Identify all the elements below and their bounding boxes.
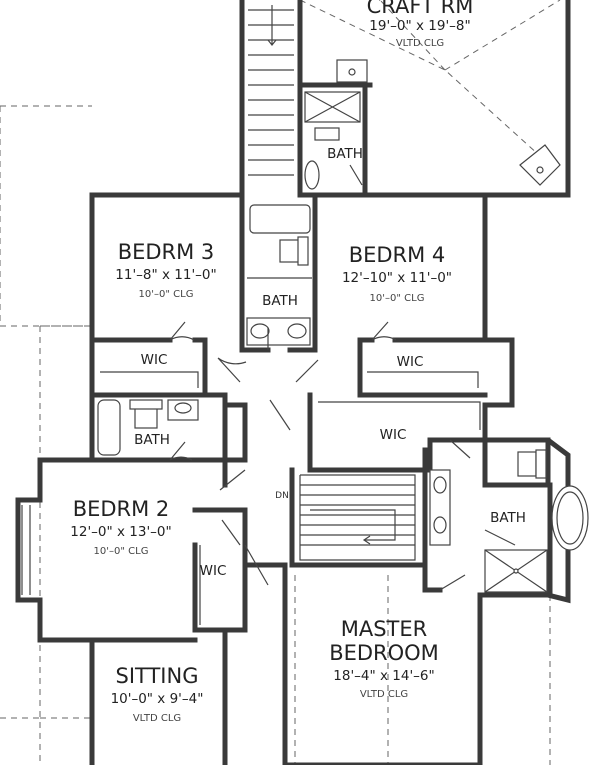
stair-dn-label: DN [275, 491, 289, 501]
craft-room-dims: 19'–0" x 19'–8" [369, 18, 470, 34]
master-bedroom-label: MASTER BEDROOM 18'–4" x 14'–6" VLTD CLG [329, 617, 439, 700]
craft-room-ceiling: VLTD CLG [396, 38, 444, 49]
bedrm-2-dims: 12'–0" x 13'–0" [70, 524, 171, 540]
sitting-ceiling: VLTD CLG [133, 713, 181, 724]
wic-bedrm-2-label: WIC [200, 563, 227, 579]
door-swings [169, 164, 516, 591]
bath-top-label: BATH [327, 146, 363, 162]
bedrm-2-name: BEDRM 2 [73, 497, 170, 521]
sitting-label: SITTING 10'–0" x 9'–4" VLTD CLG [111, 664, 204, 724]
bath-master-label: BATH [490, 510, 526, 526]
master-name-line2: BEDROOM [329, 641, 439, 665]
bedrm-3-ceiling: 10'–0" CLG [139, 289, 194, 300]
bedrm-3-name: BEDRM 3 [118, 240, 215, 264]
master-dims: 18'–4" x 14'–6" [333, 668, 434, 684]
wic-bedrm-4-label: WIC [397, 354, 424, 370]
craft-room-name: CRAFT RM [367, 0, 474, 18]
craft-room-label: CRAFT RM 19'–0" x 19'–8" VLTD CLG [367, 0, 474, 49]
roof-outline [0, 105, 551, 765]
bedrm-2-label: BEDRM 2 12'–0" x 13'–0" 10'–0" CLG [70, 497, 171, 557]
bedrm-4-dims: 12'–10" x 11'–0" [342, 270, 452, 286]
wic-bedrm-3-label: WIC [141, 352, 168, 368]
bedrm-4-label: BEDRM 4 12'–10" x 11'–0" 10'–0" CLG [342, 243, 452, 304]
walls [15, 0, 571, 765]
sitting-name: SITTING [116, 664, 199, 688]
bedrm-4-name: BEDRM 4 [349, 243, 446, 267]
bedrm-2-ceiling: 10'–0" CLG [94, 546, 149, 557]
bath-bedrm-3-label: BATH [134, 432, 170, 448]
stair-lower [299, 474, 416, 561]
bedrm-4-ceiling: 10'–0" CLG [370, 293, 425, 304]
sitting-dims: 10'–0" x 9'–4" [111, 691, 204, 707]
master-ceiling: VLTD CLG [360, 689, 408, 700]
bedrm-3-dims: 11'–8" x 11'–0" [115, 267, 216, 283]
wic-hall-label: WIC [380, 427, 407, 443]
fixtures [21, 59, 589, 625]
master-name-line1: MASTER [341, 617, 428, 641]
stair-upper [248, 5, 294, 176]
bath-shared-label: BATH [262, 293, 298, 309]
bedrm-3-label: BEDRM 3 11'–8" x 11'–0" 10'–0" CLG [115, 240, 216, 300]
craft-vault-lines [299, 0, 561, 166]
